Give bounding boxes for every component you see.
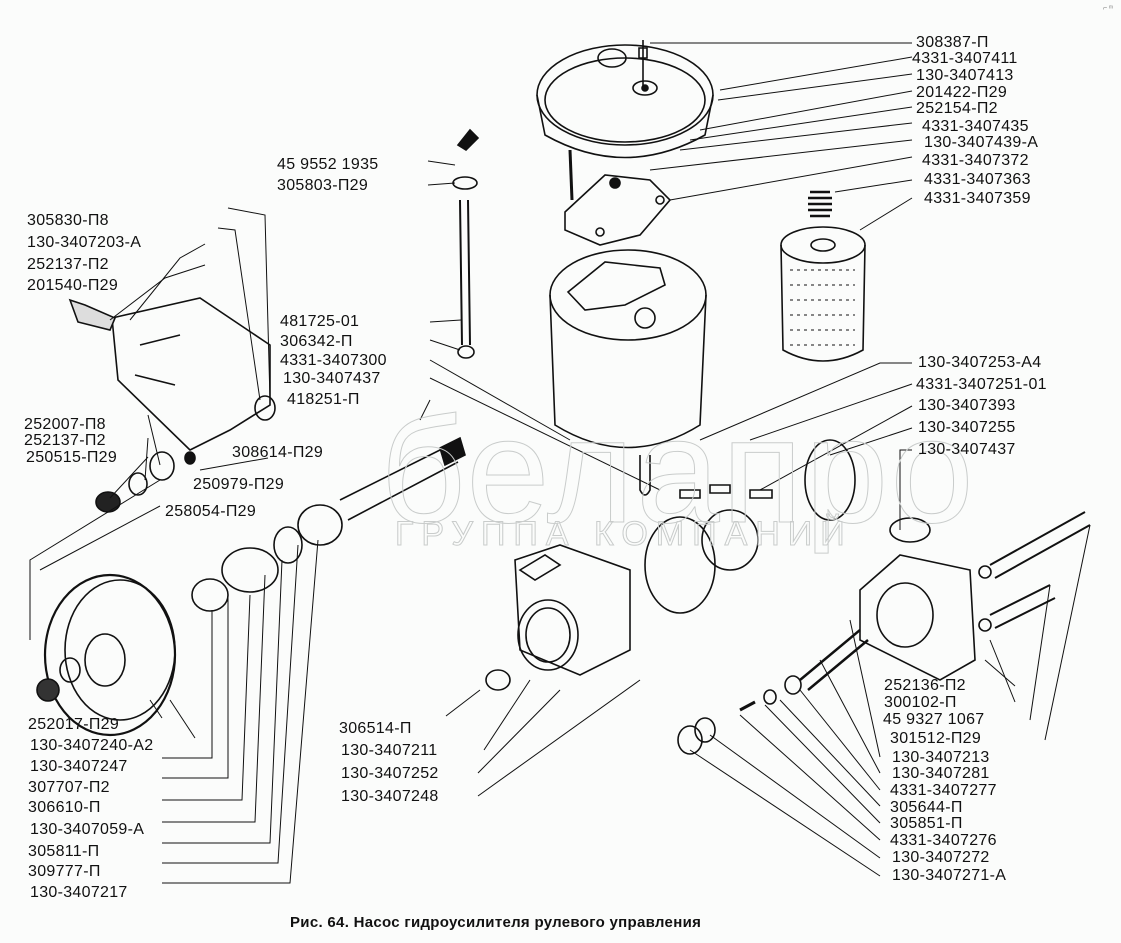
part-label: 258054-П29 xyxy=(165,503,257,520)
pulley xyxy=(36,573,177,737)
part-label: 308614-П29 xyxy=(232,444,324,461)
part-label: 305803-П29 xyxy=(277,177,369,194)
part-label: 130-3407240-А2 xyxy=(30,737,154,754)
part-label: 130-3407393 xyxy=(918,397,1016,414)
part-label: 4331-3407435 xyxy=(922,118,1029,135)
part-label: 4331-3407359 xyxy=(924,190,1031,207)
part-label: 130-3407437 xyxy=(283,370,381,387)
long-stud xyxy=(452,128,480,359)
figure-caption: Рис. 64. Насос гидроусилителя рулевого у… xyxy=(290,914,702,931)
part-label: 300102-П xyxy=(884,694,957,711)
part-label: 305851-П xyxy=(890,815,963,832)
part-label: 252136-П2 xyxy=(884,677,966,694)
part-label: 252017-П29 xyxy=(28,716,120,733)
part-label: 252007-П8 xyxy=(24,416,106,433)
part-label: 306514-П xyxy=(339,720,412,737)
reservoir-body xyxy=(549,249,707,496)
part-label: 305811-П xyxy=(28,843,100,860)
part-label: 481725-01 xyxy=(280,313,360,330)
pump-cover xyxy=(859,511,1091,681)
part-label: 130-3407248 xyxy=(341,788,439,805)
part-label: 130-3407217 xyxy=(30,884,128,901)
part-label: 250515-П29 xyxy=(26,449,118,466)
part-label: 45 9327 1067 xyxy=(883,711,985,728)
part-label: 4331-3407251-01 xyxy=(916,376,1047,393)
part-label: 306610-П xyxy=(28,799,101,816)
part-label: 306342-П xyxy=(280,333,353,350)
part-label: 130-3407213 xyxy=(892,749,990,766)
part-label: 4331-3407276 xyxy=(890,832,997,849)
part-label: 252137-П2 xyxy=(24,432,106,449)
rotor-assembly xyxy=(644,439,931,614)
part-label: 130-3407059-А xyxy=(30,821,145,838)
valve-plate xyxy=(564,149,672,246)
watermark-subtitle: ГРУППА КОМПАНИЙ xyxy=(395,515,853,554)
part-label: 4331-3407363 xyxy=(924,171,1031,188)
part-label: 130-3407203-А xyxy=(27,234,142,251)
part-label: 130-3407271-А xyxy=(892,867,1007,884)
drive-shaft xyxy=(191,436,466,612)
pump-housing xyxy=(485,544,631,691)
part-label: 130-3407437 xyxy=(918,441,1016,458)
filter-element xyxy=(780,190,866,362)
nut-washers-left xyxy=(95,451,196,513)
part-label: 4331-3407411 xyxy=(912,50,1018,67)
part-label: 201422-П29 xyxy=(916,84,1008,101)
leader-lines xyxy=(29,42,1091,884)
part-label: 45 9552 1935 xyxy=(277,156,379,173)
part-label: 130-3407253-А4 xyxy=(918,354,1042,371)
part-label: 130-3407272 xyxy=(892,849,990,866)
part-label: 252137-П2 xyxy=(27,256,109,273)
part-label: 4331-3407277 xyxy=(890,782,997,799)
corner-mark: ⌐ ᵐ xyxy=(1102,5,1113,12)
part-label: 4331-3407300 xyxy=(280,352,387,369)
part-label: 305830-П8 xyxy=(27,212,109,229)
part-label: 301512-П29 xyxy=(890,730,982,747)
part-label: 201540-П29 xyxy=(27,277,119,294)
mounting-bracket xyxy=(68,297,276,451)
part-label: 130-3407281 xyxy=(892,765,990,782)
part-label: 309777-П xyxy=(28,863,101,880)
part-label: 4331-3407372 xyxy=(922,152,1029,169)
part-label: 130-3407211 xyxy=(341,742,438,759)
part-label: 305644-П xyxy=(890,799,963,816)
part-label: 130-3407413 xyxy=(916,67,1014,84)
part-label: 130-3407439-А xyxy=(924,134,1039,151)
part-label: 130-3407252 xyxy=(341,765,439,782)
watermark-brand: белапро xyxy=(380,386,976,554)
part-label: 307707-П2 xyxy=(28,779,110,796)
relief-valve-parts xyxy=(677,629,869,755)
part-label: 130-3407255 xyxy=(918,419,1016,436)
part-label: 418251-П xyxy=(287,391,360,408)
part-label: 250979-П29 xyxy=(193,476,285,493)
part-label: 252154-П2 xyxy=(916,100,998,117)
part-label: 308387-П xyxy=(916,34,989,51)
part-label: 130-3407247 xyxy=(30,758,128,775)
reservoir-cover xyxy=(536,40,714,159)
